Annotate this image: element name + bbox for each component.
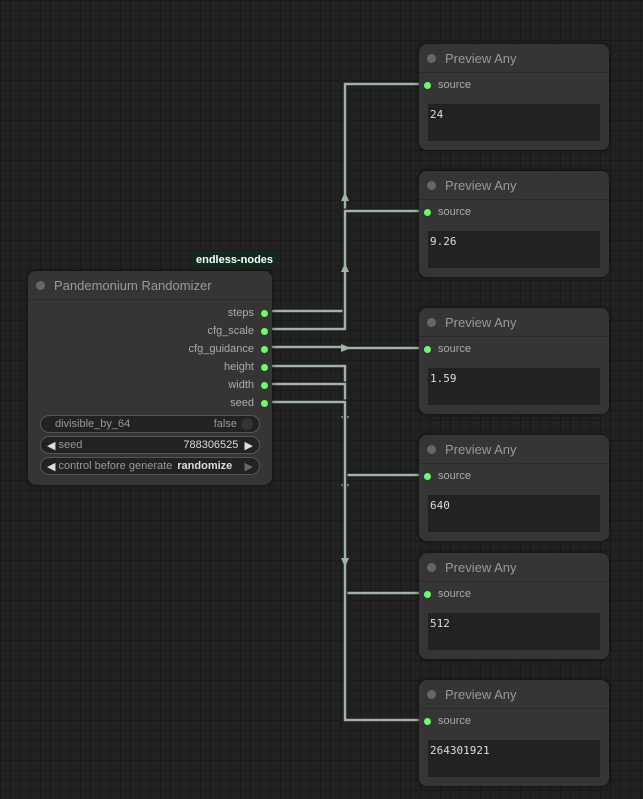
input-slot-source[interactable]: source xyxy=(419,464,609,488)
output-label: cfg_scale xyxy=(207,325,254,337)
input-label: source xyxy=(438,470,472,482)
toggle-knob-icon xyxy=(241,418,253,430)
widget-label: divisible_by_64 xyxy=(55,418,131,430)
input-label: source xyxy=(438,206,472,218)
widget-value: false xyxy=(213,418,237,430)
input-slot-source[interactable]: source xyxy=(419,582,609,606)
preview-any-node[interactable]: Preview Any source 9.26 xyxy=(419,171,609,277)
input-slot-source[interactable]: source xyxy=(419,337,609,361)
output-dot-icon[interactable] xyxy=(261,309,268,317)
output-dot-icon[interactable] xyxy=(261,327,268,335)
increment-arrow-icon[interactable]: ▶ xyxy=(244,439,253,452)
node-title: Pandemonium Randomizer xyxy=(54,277,212,293)
output-dot-icon[interactable] xyxy=(261,381,268,389)
output-slot-width[interactable]: width xyxy=(28,376,272,394)
output-slot-seed[interactable]: seed xyxy=(28,394,272,412)
input-slot-source[interactable]: source xyxy=(419,200,609,224)
input-slot-source[interactable]: source xyxy=(419,73,609,97)
node-title: Preview Any xyxy=(445,559,517,575)
node-title: Preview Any xyxy=(445,314,517,330)
input-dot-icon[interactable] xyxy=(424,590,431,598)
increment-arrow-icon[interactable]: ▶ xyxy=(244,460,253,473)
wire-arrow-icon xyxy=(341,344,351,352)
collapse-dot-icon[interactable] xyxy=(427,689,436,699)
wire-arrow-icon xyxy=(341,263,349,272)
preview-any-node[interactable]: Preview Any source 512 xyxy=(419,553,609,659)
collapse-dot-icon[interactable] xyxy=(427,562,436,572)
control-widget[interactable]: ◀ control before generate randomize ▶ xyxy=(40,457,260,475)
widget-label: control before generate xyxy=(58,460,173,472)
wire-arrow-icon xyxy=(341,192,349,201)
output-label: height xyxy=(224,361,254,373)
collapse-dot-icon[interactable] xyxy=(427,180,436,190)
collapse-dot-icon[interactable] xyxy=(427,444,436,454)
preview-any-node[interactable]: Preview Any source 1.59 xyxy=(419,308,609,414)
output-slot-steps[interactable]: steps xyxy=(28,304,272,322)
input-dot-icon[interactable] xyxy=(424,345,431,353)
divisible-toggle[interactable]: divisible_by_64 false xyxy=(40,415,260,433)
preview-text-box: 640 xyxy=(428,495,600,532)
input-label: source xyxy=(438,343,472,355)
output-label: steps xyxy=(227,307,254,319)
output-label: cfg_guidance xyxy=(188,343,254,355)
preview-any-node[interactable]: Preview Any source 640 xyxy=(419,435,609,541)
node-title: Preview Any xyxy=(445,177,517,193)
input-dot-icon[interactable] xyxy=(424,208,431,216)
output-label: width xyxy=(228,379,254,391)
widget-value: 788306525 xyxy=(183,439,239,451)
preview-text-box: 264301921 xyxy=(428,740,600,777)
preview-text-box: 9.26 xyxy=(428,231,600,268)
output-slot-height[interactable]: height xyxy=(28,358,272,376)
input-label: source xyxy=(438,715,472,727)
output-label: seed xyxy=(230,397,254,409)
input-dot-icon[interactable] xyxy=(424,81,431,89)
node-title: Preview Any xyxy=(445,686,517,702)
preview-any-node[interactable]: Preview Any source 264301921 xyxy=(419,680,609,786)
wire-arrow-icon xyxy=(341,558,349,567)
node-title: Preview Any xyxy=(445,50,517,66)
widget-label: seed xyxy=(58,439,83,451)
decrement-arrow-icon[interactable]: ◀ xyxy=(47,460,56,473)
output-dot-icon[interactable] xyxy=(261,363,268,371)
preview-any-node[interactable]: Preview Any source 24 xyxy=(419,44,609,150)
output-slot-cfg_guidance[interactable]: cfg_guidance xyxy=(28,340,272,358)
output-slot-cfg_scale[interactable]: cfg_scale xyxy=(28,322,272,340)
collapse-dot-icon[interactable] xyxy=(427,317,436,327)
input-dot-icon[interactable] xyxy=(424,717,431,725)
node-title: Preview Any xyxy=(445,441,517,457)
collapse-dot-icon[interactable] xyxy=(427,53,436,63)
seed-widget[interactable]: ◀ seed 788306525 ▶ xyxy=(40,436,260,454)
decrement-arrow-icon[interactable]: ◀ xyxy=(47,439,56,452)
source-badge: endless-nodes xyxy=(191,252,279,268)
preview-text-box: 1.59 xyxy=(428,368,600,405)
input-label: source xyxy=(438,588,472,600)
output-dot-icon[interactable] xyxy=(261,345,268,353)
input-dot-icon[interactable] xyxy=(424,472,431,480)
widget-value: randomize xyxy=(177,460,233,472)
input-slot-source[interactable]: source xyxy=(419,709,609,733)
preview-text-box: 24 xyxy=(428,104,600,141)
collapse-dot-icon[interactable] xyxy=(36,280,45,290)
preview-text-box: 512 xyxy=(428,613,600,650)
input-label: source xyxy=(438,79,472,91)
output-dot-icon[interactable] xyxy=(261,399,268,407)
